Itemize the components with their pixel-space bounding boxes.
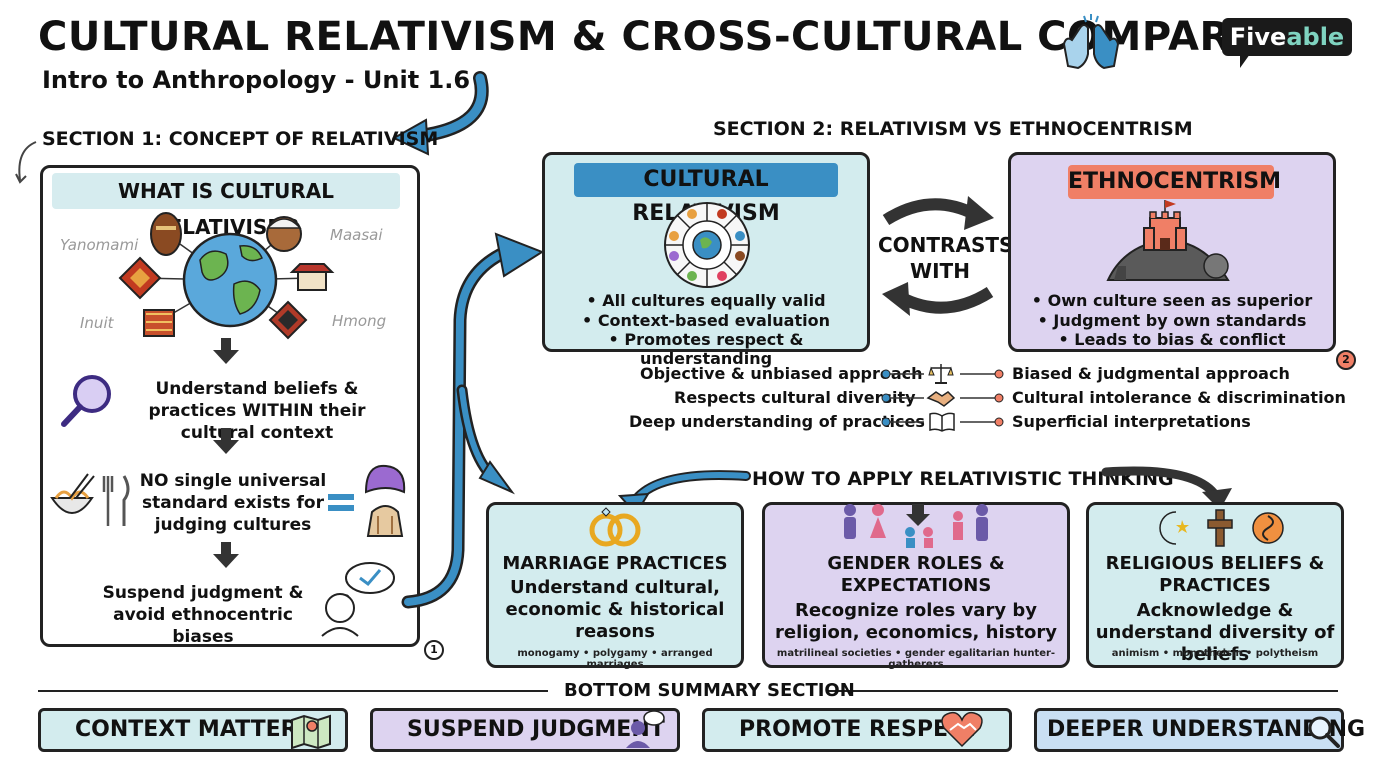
marriage-examples: monogamy • polygamy • arranged marriages [517, 648, 713, 670]
logo-tail [1240, 54, 1250, 68]
section1-curl-arrow [15, 141, 37, 184]
comparison-left-3: Deep understanding of practices [629, 412, 925, 431]
noodle-bowl-cutlery-icon [50, 473, 130, 526]
thinking-person-icon [321, 562, 395, 637]
fiveable-logo: Fiveable [1222, 18, 1352, 56]
step-no-universal-standard: NO single universal standard exists for … [139, 471, 327, 536]
summary-heading: BOTTOM SUMMARY SECTION [564, 680, 855, 701]
step-understand-context: Understand beliefs & practices WITHIN th… [148, 379, 366, 444]
ethnocentrism-bullet-2: • Judgment by own standards [1037, 311, 1307, 330]
magnifier-icon [1308, 716, 1340, 748]
step-arrow [213, 440, 239, 454]
summary-divider-left [38, 690, 548, 692]
culture-label-yanomami: Yanomami [60, 236, 139, 254]
summary-promote-respect: PROMOTE RESPECT [702, 708, 1012, 752]
culture-label-inuit: Inuit [80, 314, 114, 332]
comparison-connectors [881, 369, 1004, 427]
contrast-label: CONTRASTS WITH [878, 233, 1014, 283]
marriage-title: MARRIAGE PRACTICES [502, 553, 728, 574]
step-arrow [213, 350, 239, 364]
step-arrow-stem [221, 428, 231, 440]
summary-divider-right [826, 690, 1338, 692]
comparison-left-2: Respects cultural diversity [674, 388, 916, 407]
gender-examples: matrilineal societies • gender egalitari… [776, 648, 1056, 670]
rings-icon [589, 507, 641, 547]
marriage-desc: Understand cultural, economic & historic… [505, 577, 725, 642]
headwear-icon [364, 464, 406, 537]
summary-label: PROMOTE RESPECT [739, 717, 980, 742]
relativism-bullet-2: • Context-based evaluation [582, 311, 830, 330]
thinking-person-icon [626, 710, 665, 748]
gender-desc: Recognize roles vary by religion, econom… [775, 600, 1057, 643]
flow-arrow [401, 232, 545, 609]
religion-examples: animism • monotheism • polytheism [1111, 648, 1319, 659]
magnifying-glass-icon [61, 375, 111, 427]
book-icon [929, 412, 955, 432]
apply-heading: HOW TO APPLY RELATIVISTIC THINKING [752, 468, 1174, 490]
ethnocentrism-bullet-3: • Leads to bias & conflict [1058, 330, 1286, 349]
step-suspend-judgment: Suspend judgment & avoid ethnocentric bi… [102, 583, 304, 648]
gender-card [762, 502, 1070, 668]
map-icon [291, 714, 331, 750]
handshake-icon [926, 391, 956, 407]
summary-label: CONTEXT MATTERS [75, 717, 314, 742]
section2-heading: SECTION 2: RELATIVISM VS ETHNOCENTRISM [713, 118, 1193, 140]
section1-number: 1 [424, 640, 444, 660]
culture-wheel-icon [664, 202, 750, 288]
summary-suspend-judgment: SUSPEND JUDGMENT [370, 708, 680, 752]
religion-card [1086, 502, 1344, 668]
heart-handshake-icon [941, 711, 983, 748]
scales-icon [928, 364, 954, 384]
equals-icon [328, 494, 354, 511]
step-arrow-stem [221, 338, 231, 350]
culture-label-hmong: Hmong [332, 312, 387, 330]
relativism-bullet-3: • Promotes respect & understanding [608, 330, 804, 369]
comparison-left-1: Objective & unbiased approach [640, 364, 923, 383]
summary-deeper-understanding: DEEPER UNDERSTANDING [1034, 708, 1365, 752]
religious-symbols-icon [1159, 509, 1284, 547]
comparison-right-2: Cultural intolerance & discrimination [1012, 388, 1346, 407]
section2-number: 2 [1336, 350, 1356, 370]
relativism-label: CULTURAL RELATIVISM [574, 163, 838, 226]
comparison-right-1: Biased & judgmental approach [1012, 364, 1290, 383]
contrast-arrows [882, 196, 994, 316]
high-five-icon [1062, 14, 1120, 70]
comparison-right-3: Superficial interpretations [1012, 412, 1251, 431]
family-icon [844, 504, 988, 548]
gender-title: GENDER ROLES & EXPECTATIONS [827, 553, 1005, 596]
page-subtitle: Intro to Anthropology - Unit 1.6 [42, 66, 471, 94]
panel-title: WHAT IS CULTURAL RELATIVISM? [52, 173, 400, 239]
ethnocentrism-label: ETHNOCENTRISM [1068, 165, 1281, 199]
header-arrow [391, 71, 489, 156]
ethnocentrism-bullet-1: • Own culture seen as superior [1031, 291, 1313, 310]
summary-label: SUSPEND JUDGMENT [407, 717, 665, 742]
castle-icon [1106, 200, 1230, 281]
page-title: CULTURAL RELATIVISM & CROSS-CULTURAL COM… [38, 14, 1344, 60]
step-arrow [213, 554, 239, 568]
marriage-card [486, 502, 744, 668]
section1-heading: SECTION 1: CONCEPT OF RELATIVISM [42, 128, 439, 150]
culture-label-maasai: Maasai [330, 226, 383, 244]
religion-desc: Acknowledge & understand diversity of be… [1095, 600, 1335, 665]
step-arrow-stem [221, 542, 231, 554]
religion-title: RELIGIOUS BELIEFS & PRACTICES [1105, 553, 1325, 596]
relativism-bullet-1: • All cultures equally valid [586, 291, 826, 310]
world-cultures-illustration [118, 212, 335, 340]
